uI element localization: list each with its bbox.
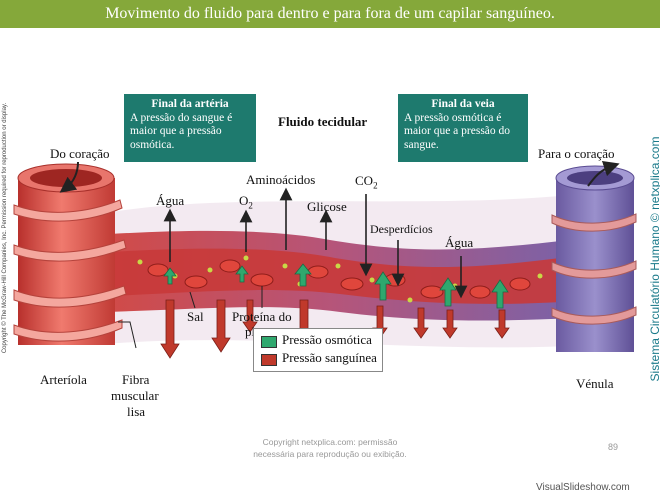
to-heart-label: Para o coração xyxy=(538,146,615,161)
amino-label: Aminoácidos xyxy=(246,172,316,187)
outflow-arrows xyxy=(163,187,333,262)
vein-end-box: Final da veia A pressão osmótica é maior… xyxy=(398,94,528,162)
legend-osmotic-label: Pressão osmótica xyxy=(282,332,372,347)
legend-blood-swatch xyxy=(261,354,277,366)
footer-line-2: necessária para reprodução ou exibição. xyxy=(253,449,407,459)
vein-end-title: Final da veia xyxy=(431,98,495,110)
water-right-label: Água xyxy=(445,235,474,250)
fluid-label: Fluido tecidular xyxy=(278,114,368,129)
co2-subscript: 2 xyxy=(373,180,378,191)
co2-text: CO xyxy=(355,173,374,188)
side-copyright: Copyright © The McGraw-Hill Companies, I… xyxy=(2,102,8,354)
from-heart-arrow xyxy=(59,161,79,193)
side-brand: Sistema Circulatório Humano © netxplica.… xyxy=(648,136,660,382)
water-left-label: Água xyxy=(156,193,185,208)
arteriole xyxy=(13,163,127,345)
footer-line-1: Copyright netxplica.com: permissão xyxy=(262,437,398,447)
watermark: VisualSlideshow.com xyxy=(536,482,630,493)
o2-subscript: 2 xyxy=(248,200,253,211)
inflow-arrows xyxy=(359,194,468,299)
fiber-label-2: muscular xyxy=(111,388,159,403)
venule xyxy=(551,165,637,352)
salt-label: Sal xyxy=(187,309,204,324)
glucose-label: Glicose xyxy=(307,199,347,214)
artery-end-title: Final da artéria xyxy=(151,98,229,110)
title-bar xyxy=(0,0,660,28)
o2-label: O2 xyxy=(239,193,253,211)
fiber-label-1: Fibra xyxy=(122,372,150,387)
waste-label: Desperdícios xyxy=(370,222,433,236)
slide-title: Movimento do fluido para dentro e para f… xyxy=(105,5,555,22)
protein-label-1: Proteína do xyxy=(232,309,292,324)
from-heart-label: Do coração xyxy=(50,146,110,161)
legend: Pressão osmótica Pressão sanguínea xyxy=(253,328,383,372)
to-heart-arrow xyxy=(587,160,620,187)
arteriole-label: Arteríola xyxy=(40,372,87,387)
page-number: 89 xyxy=(608,442,619,452)
artery-end-text: A pressão do sangue é maior que a pressã… xyxy=(130,111,233,151)
vein-end-text: A pressão osmótica é maior que a pressão… xyxy=(404,111,511,151)
legend-blood-label: Pressão sanguínea xyxy=(282,350,377,365)
venule-label: Vénula xyxy=(576,376,614,391)
artery-end-box: Final da artéria A pressão do sangue é m… xyxy=(124,94,256,162)
osmotic-arrows xyxy=(163,263,509,309)
legend-osmotic-swatch xyxy=(261,336,277,348)
o2-text: O xyxy=(239,193,249,208)
leader-lines xyxy=(118,286,263,349)
fiber-label-3: lisa xyxy=(127,404,146,419)
co2-label: CO2 xyxy=(355,173,378,191)
footer-copyright: Copyright netxplica.com: permissão neces… xyxy=(210,436,450,460)
